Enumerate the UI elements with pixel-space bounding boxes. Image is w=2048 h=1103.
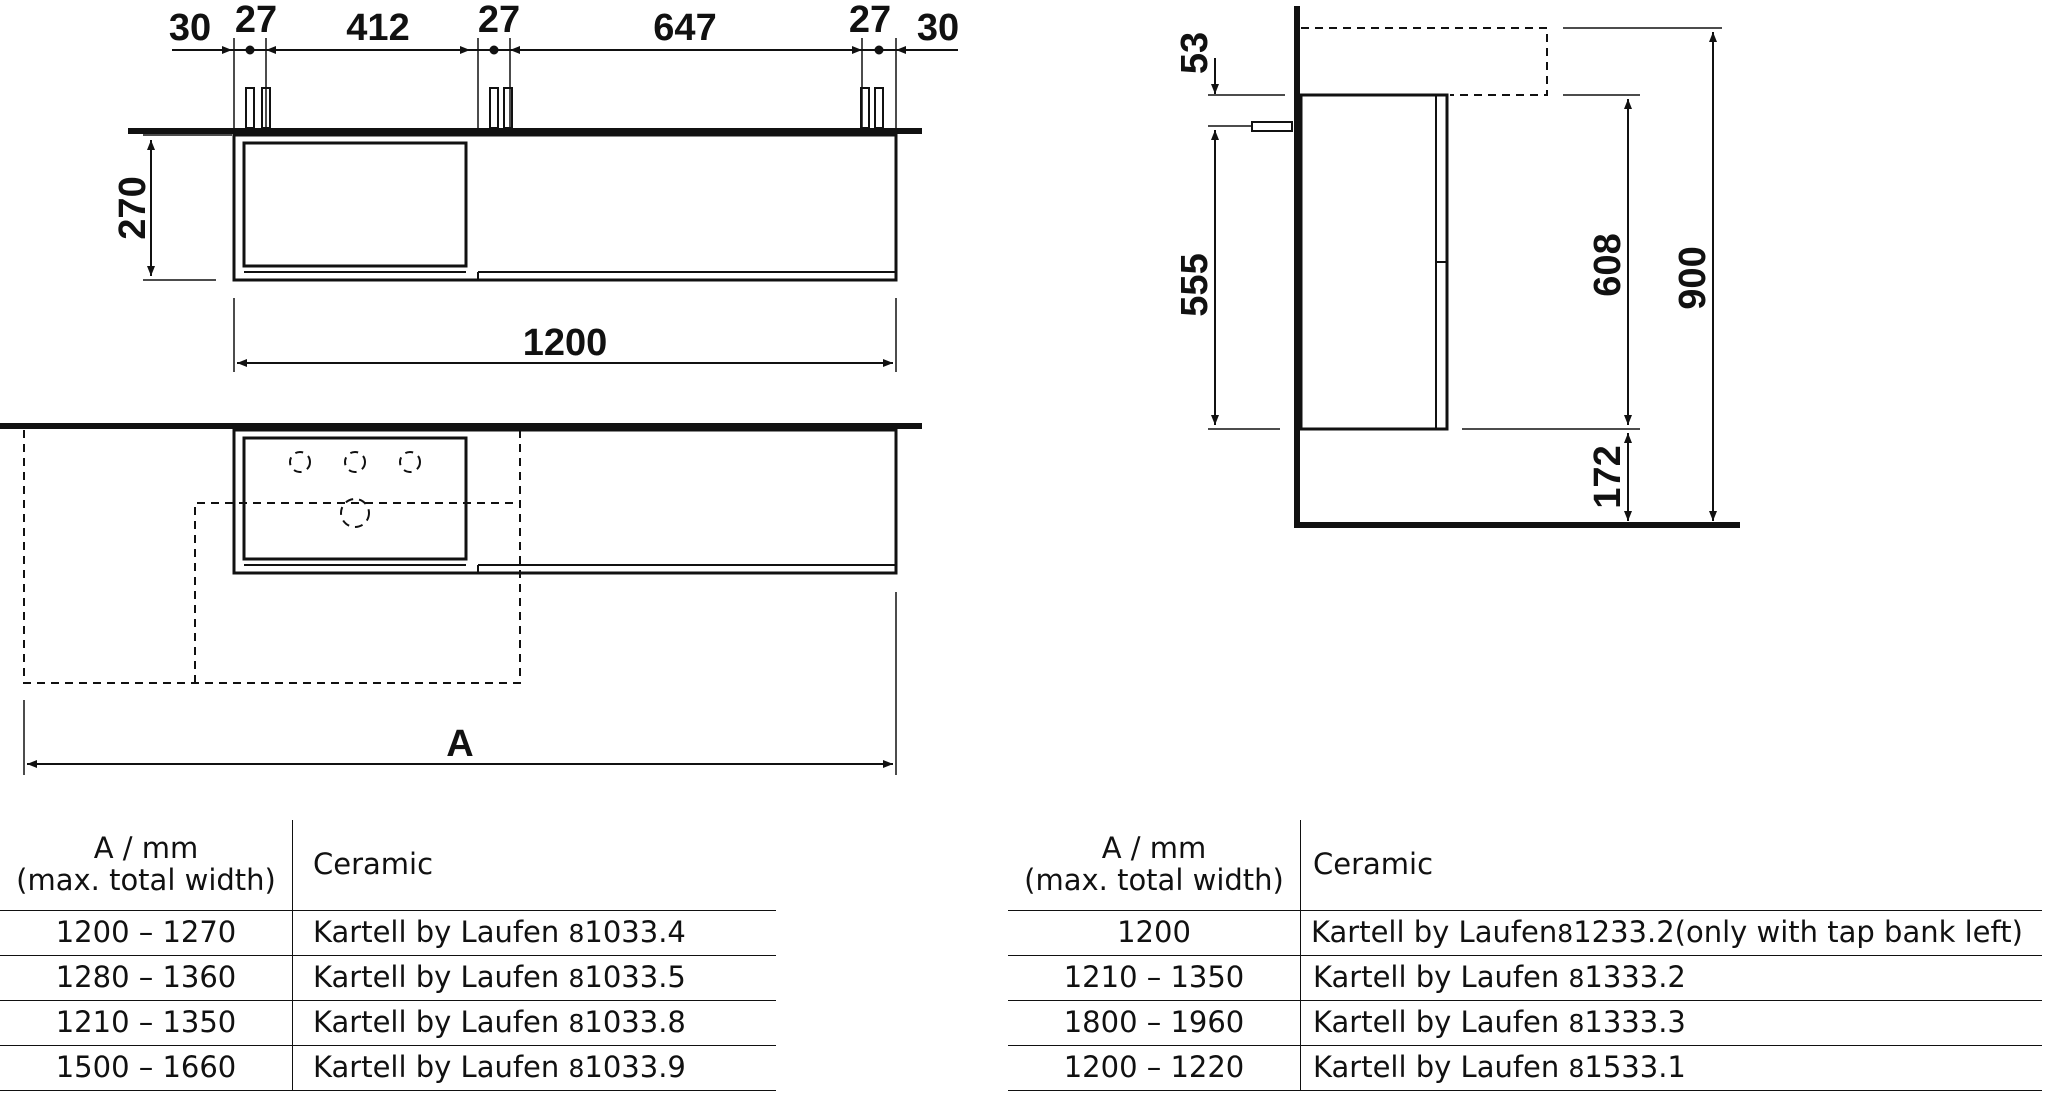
header-width: A / mm (max. total width)	[1008, 820, 1301, 911]
range-cell: 1280 – 1360	[0, 955, 293, 1001]
wall-plugs-top	[245, 87, 884, 129]
drawer-left	[242, 141, 468, 268]
table-row: 1210 – 1350 Kartell by Laufen 81333.2	[1008, 955, 2042, 1001]
range-cell: 1210 – 1350	[1008, 955, 1301, 1001]
range-cell: 1500 – 1660	[0, 1045, 293, 1091]
header-width-line2: (max. total width)	[1024, 863, 1284, 897]
dim-172: 172	[1587, 445, 1629, 508]
table-row: 1200 – 1220 Kartell by Laufen 81533.1	[1008, 1045, 2042, 1091]
range-cell: 1200 – 1270	[0, 910, 293, 956]
ceramic-cell: Kartell by Laufen 81033.5	[292, 955, 776, 1001]
ceramic-table-right: A / mm (max. total width) Ceramic 1200 K…	[1008, 820, 2042, 1091]
range-cell: 1200	[1008, 910, 1301, 956]
ceramic-cell: Kartell by Laufen 81333.3	[1300, 1000, 2042, 1046]
front-view-bottom	[0, 423, 922, 775]
dashed-countertop	[1301, 27, 1548, 96]
header-width-line2: (max. total width)	[16, 863, 276, 897]
table-row: 1280 – 1360 Kartell by Laufen 81033.5	[0, 955, 776, 1001]
range-cell: 1210 – 1350	[0, 1000, 293, 1046]
dim-647: 647	[653, 7, 716, 49]
dim-412: 412	[346, 7, 409, 49]
header-width: A / mm (max. total width)	[0, 820, 293, 911]
ceramic-cell: Kartell by Laufen 81033.9	[292, 1045, 776, 1091]
header-width-line1: A / mm	[1101, 831, 1207, 866]
ceramic-table-left: A / mm (max. total width) Ceramic 1200 –…	[0, 820, 776, 1091]
ceramic-cell: Kartell by Laufen 81033.8	[292, 1000, 776, 1046]
side-cabinet	[1299, 93, 1449, 431]
wall-plug-side	[1251, 121, 1293, 132]
dim-608: 608	[1587, 233, 1629, 296]
ceramic-cell: Kartell by Laufen 81533.1	[1300, 1045, 2042, 1091]
side-view	[1208, 6, 1740, 528]
ceramic-cell: Kartell by Laufen 81033.4	[292, 910, 776, 956]
side-view-labels: 53 555 608 172 900	[1174, 32, 1714, 509]
table-row: 1200 – 1270 Kartell by Laufen 81033.4	[0, 910, 776, 956]
dim-27-left: 27	[235, 0, 277, 41]
range-cell: 1800 – 1960	[1008, 1000, 1301, 1046]
dim-A: A	[446, 723, 473, 765]
header-width-line1: A / mm	[93, 831, 199, 866]
front-view-top	[128, 38, 958, 372]
dim-900: 900	[1672, 246, 1714, 309]
dim-27-mid: 27	[478, 0, 520, 41]
table-row: 1500 – 1660 Kartell by Laufen 81033.9	[0, 1045, 776, 1091]
dim-30-right: 30	[917, 7, 959, 49]
table-row: 1800 – 1960 Kartell by Laufen 81333.3	[1008, 1000, 2042, 1046]
dim-27-right: 27	[849, 0, 891, 41]
dim-30-left: 30	[169, 7, 211, 49]
dim-1200: 1200	[523, 322, 608, 364]
dim-270: 270	[112, 176, 154, 239]
cabinet-body	[232, 133, 898, 282]
cabinet-body-bottom	[232, 428, 898, 575]
drawer-left-bottom	[242, 436, 468, 561]
table-row: 1210 – 1350 Kartell by Laufen 81033.8	[0, 1000, 776, 1046]
ceramic-cell: Kartell by Laufen81233.2(only with tap b…	[1300, 910, 2042, 956]
table-row: 1200 Kartell by Laufen81233.2(only with …	[1008, 910, 2042, 956]
header-ceramic: Ceramic	[1300, 820, 2042, 911]
dashed-basin-outline	[23, 430, 521, 684]
header-ceramic: Ceramic	[292, 820, 776, 911]
front-view-top-labels: 30 27 412 27 647 27 30 270 1200	[112, 0, 959, 364]
ceramic-cell: Kartell by Laufen 81333.2	[1300, 955, 2042, 1001]
dim-555: 555	[1174, 253, 1216, 316]
dim-53: 53	[1174, 32, 1216, 74]
range-cell: 1200 – 1220	[1008, 1045, 1301, 1091]
